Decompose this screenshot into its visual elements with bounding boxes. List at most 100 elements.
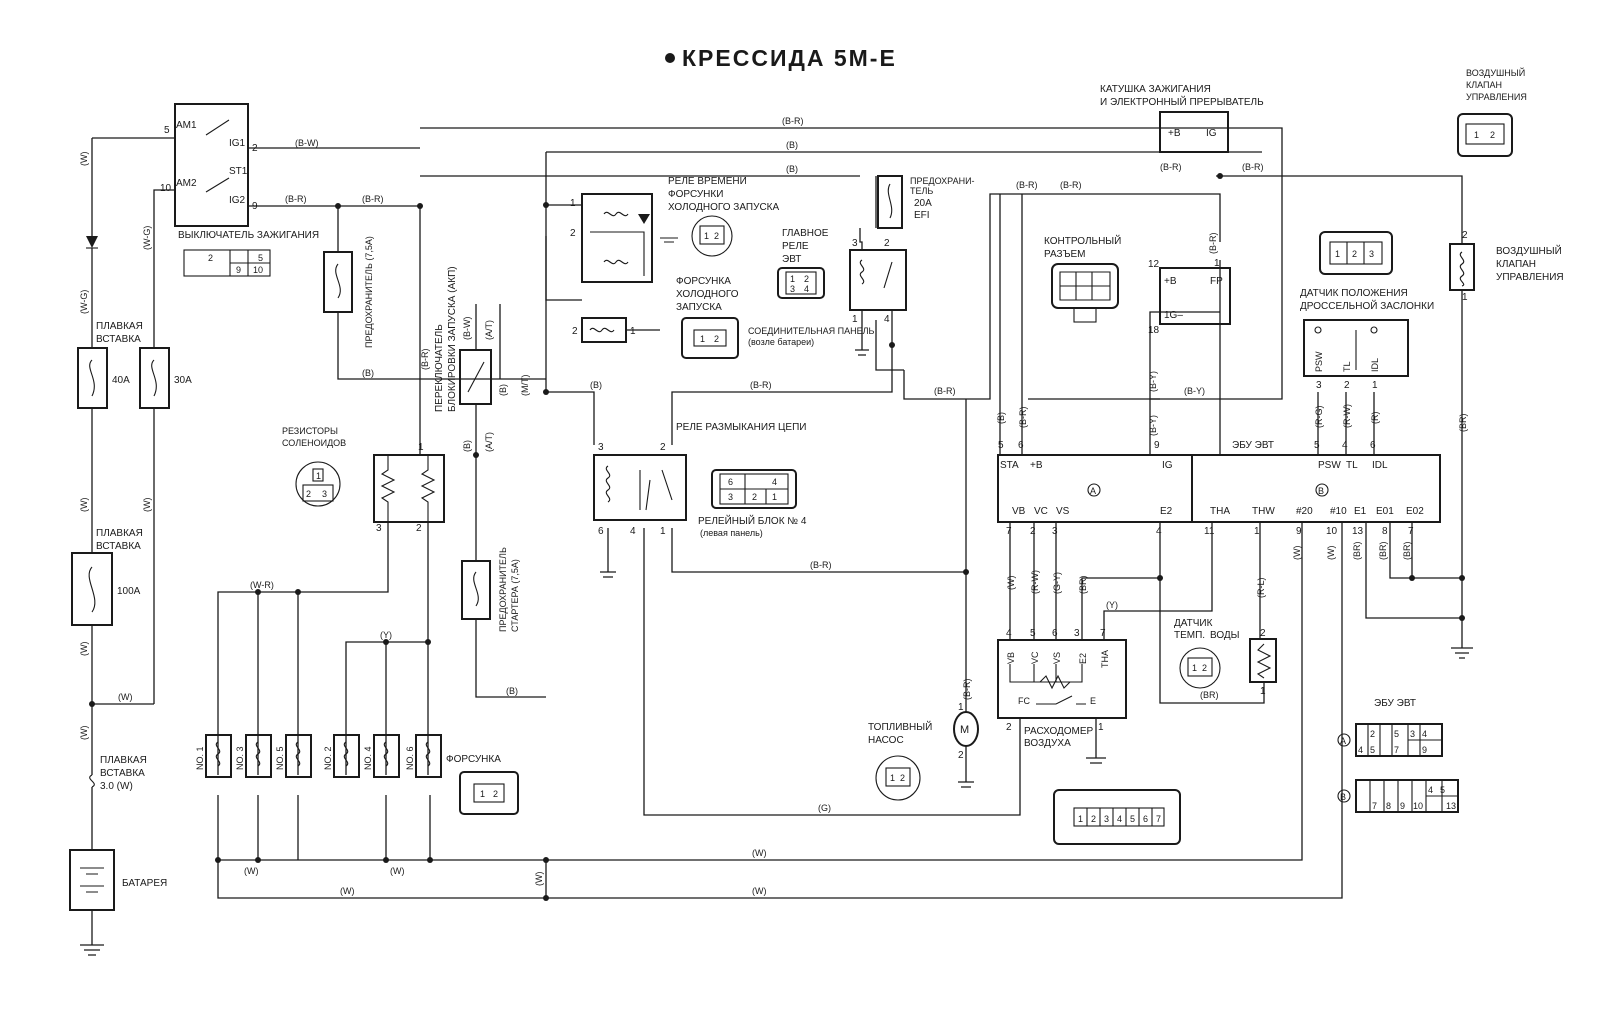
svg-text:(B): (B) [786,164,798,174]
svg-text:(BR): (BR) [1352,542,1362,561]
svg-text:2: 2 [1490,130,1495,140]
svg-text:(W-G): (W-G) [142,226,152,250]
svg-text:(B-R): (B-R) [1018,407,1028,429]
svg-text:(M/T): (M/T) [520,375,530,397]
svg-text:1: 1 [1214,258,1220,269]
battery: БАТАРЕЯ [69,849,167,911]
svg-text:2: 2 [660,442,666,453]
svg-text:VC: VC [1030,651,1040,664]
svg-text:7: 7 [1408,526,1414,537]
svg-text:ГЛАВНОЕ: ГЛАВНОЕ [782,228,829,239]
svg-text:5: 5 [258,253,263,263]
svg-text:6: 6 [1052,628,1058,639]
svg-text:(B): (B) [996,412,1006,424]
svg-text:E: E [1090,696,1096,706]
svg-text:3: 3 [598,442,604,453]
svg-text:40A: 40A [112,375,130,386]
svg-text:30A: 30A [174,375,192,386]
svg-text:VS: VS [1052,652,1062,664]
svg-text:2: 2 [493,789,498,799]
neutral-start-switch: ПЕРЕКЛЮЧАТЕЛЬ БЛОКИРОВКИ ЗАПУСКА (АКП) [434,266,492,412]
svg-text:3: 3 [1316,380,1322,391]
svg-text:E2: E2 [1160,506,1173,517]
svg-text:7: 7 [1100,628,1106,639]
svg-text:E01: E01 [1376,506,1394,517]
circuit-opening-relay: РЕЛЕ РАЗМЫКАНИЯ ЦЕПИ 3 2 6 4 1 [593,422,806,537]
svg-text:1: 1 [1192,663,1197,673]
ignition-switch: AM1 AM2 IG1 ST1 IG2 5 10 2 9 ВЫКЛЮЧАТЕЛЬ… [160,103,319,277]
svg-text:1: 1 [1372,380,1378,391]
svg-text:VS: VS [1056,506,1070,517]
svg-text:9: 9 [252,201,258,212]
svg-text:#10: #10 [1330,506,1347,517]
svg-text:(BR): (BR) [1458,414,1468,433]
svg-text:(B): (B) [590,380,602,390]
svg-text:2: 2 [1006,722,1012,733]
svg-text:IDL: IDL [1372,460,1388,471]
svg-text:NO. 6: NO. 6 [405,746,415,770]
svg-text:NO. 1: NO. 1 [195,746,205,770]
svg-text:PSW: PSW [1314,351,1324,372]
svg-text:THW: THW [1252,506,1275,517]
svg-text:#20: #20 [1296,506,1313,517]
svg-text:IG1: IG1 [229,138,246,149]
svg-text:(A/T): (A/T) [484,432,494,452]
svg-text:(левая панель): (левая панель) [700,528,763,538]
svg-text:NO. 2: NO. 2 [323,746,333,770]
svg-text:3: 3 [790,284,795,294]
svg-text:7: 7 [1006,526,1012,537]
junction-dots [89,173,1465,901]
svg-text:PSW: PSW [1318,460,1341,471]
svg-text:VB: VB [1012,506,1026,517]
svg-text:9: 9 [1422,745,1427,755]
svg-text:5: 5 [1314,440,1320,451]
svg-text:БЛОКИРОВКИ ЗАПУСКА (АКП): БЛОКИРОВКИ ЗАПУСКА (АКП) [447,266,458,412]
svg-text:10: 10 [160,183,172,194]
svg-text:12: 12 [1148,259,1160,270]
svg-text:ХОЛОДНОГО: ХОЛОДНОГО [676,289,739,300]
ignition-switch-label: ВЫКЛЮЧАТЕЛЬ ЗАЖИГАНИЯ [178,230,319,241]
svg-text:E02: E02 [1406,506,1424,517]
svg-text:EFI: EFI [914,210,930,221]
svg-text:10: 10 [1413,801,1423,811]
svg-text:M: M [960,724,969,736]
svg-text:(W): (W) [118,692,133,702]
svg-text:3: 3 [322,489,327,499]
svg-text:4: 4 [1428,785,1433,795]
svg-text:11: 11 [1204,526,1215,537]
svg-text:ПРЕДОХРАНИТЕЛЬ (7,5A): ПРЕДОХРАНИТЕЛЬ (7,5A) [364,236,374,348]
svg-text:7: 7 [1394,745,1399,755]
svg-text:(R-L): (R-L) [1256,578,1266,599]
connector-7pin: 1 2 3 4 5 6 7 [1053,789,1181,845]
solenoid-resistors: 1 3 2 РЕЗИСТОРЫ СОЛЕНОИДОВ 2 3 1 [282,426,445,534]
svg-text:5: 5 [998,440,1004,451]
svg-text:2: 2 [252,143,258,154]
starter-fuse: ПРЕДОХРАНИТЕЛЬ СТАРТЕРА (7,5A) [461,547,520,632]
svg-text:РЕЛЕ ВРЕМЕНИ: РЕЛЕ ВРЕМЕНИ [668,176,747,187]
svg-text:NO. 5: NO. 5 [275,746,285,770]
svg-text:ПЕРЕКЛЮЧАТЕЛЬ: ПЕРЕКЛЮЧАТЕЛЬ [434,324,445,412]
fuse-7-5a: ПРЕДОХРАНИТЕЛЬ (7,5A) [323,236,374,348]
svg-text:FP: FP [1210,276,1223,287]
svg-text:ПРЕДОХРАНИТЕЛЬ: ПРЕДОХРАНИТЕЛЬ [498,547,508,632]
svg-text:ДРОССЕЛЬНОЙ ЗАСЛОНКИ: ДРОССЕЛЬНОЙ ЗАСЛОНКИ [1300,299,1434,312]
svg-text:5: 5 [164,125,170,136]
svg-text:ВСТАВКА: ВСТАВКА [96,334,141,345]
svg-text:КЛАПАН: КЛАПАН [1466,80,1502,90]
svg-text:+B: +B [1168,128,1181,139]
svg-text:(возле батареи): (возле батареи) [748,337,814,347]
svg-text:(R-W): (R-W) [1030,570,1040,594]
svg-text:(B-Y): (B-Y) [1148,371,1158,392]
svg-text:4: 4 [1342,440,1348,451]
svg-text:VC: VC [1034,506,1048,517]
svg-text:ВОЗДУХА: ВОЗДУХА [1024,738,1071,749]
svg-text:(Y): (Y) [380,630,392,640]
svg-text:2: 2 [958,750,964,761]
svg-text:ХОЛОДНОГО ЗАПУСКА: ХОЛОДНОГО ЗАПУСКА [668,202,779,213]
svg-text:ЗАПУСКА: ЗАПУСКА [676,302,722,313]
svg-text:4: 4 [772,477,777,487]
svg-text:(W): (W) [534,872,544,887]
svg-text:(W): (W) [79,726,89,741]
